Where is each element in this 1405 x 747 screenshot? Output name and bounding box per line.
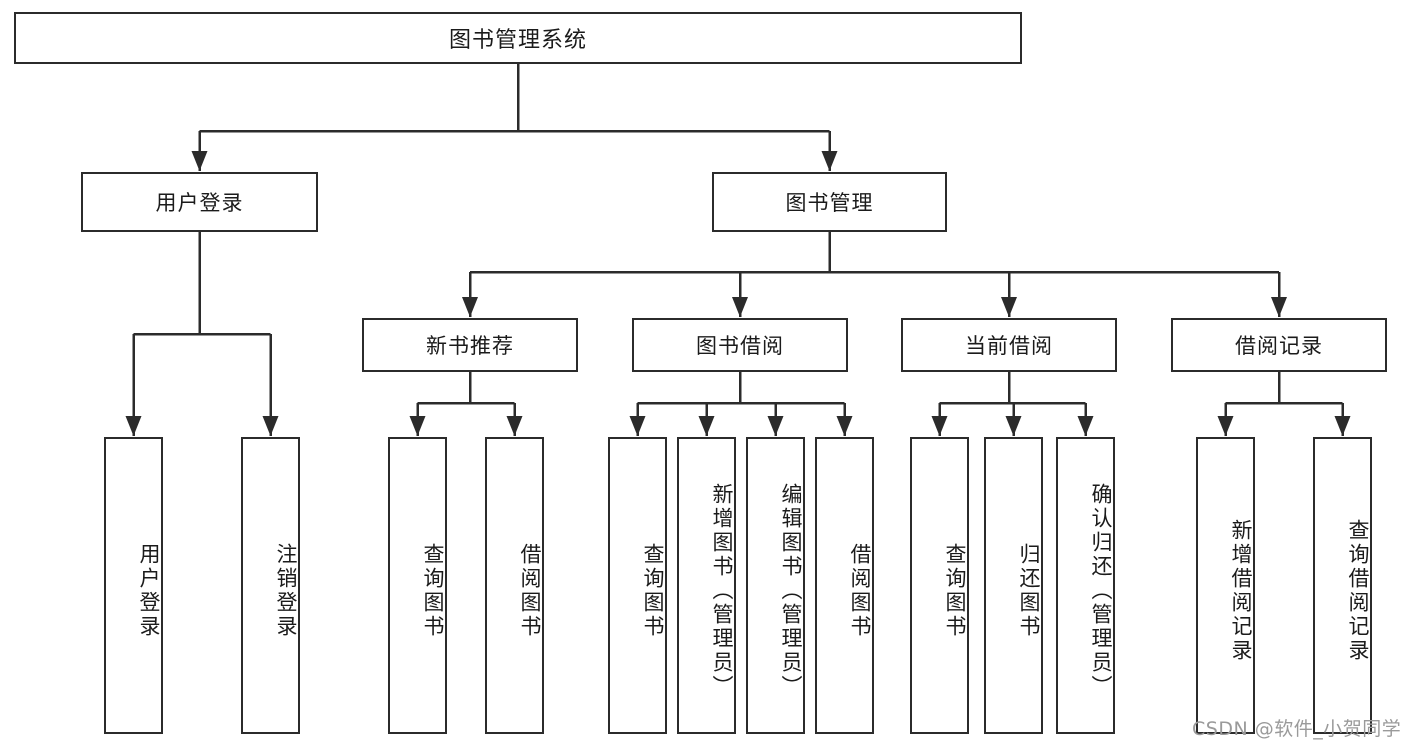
leaf-node[interactable]: 查询借阅记录 — [1313, 437, 1372, 734]
leaf-node[interactable]: 新增图书（管理员） — [677, 437, 736, 734]
leaf-node[interactable]: 借阅图书 — [815, 437, 874, 734]
leaf-node-label: 查询图书 — [943, 542, 967, 639]
leaf-node-label: 归还图书 — [1017, 542, 1041, 639]
node-new-book-rec-label: 新书推荐 — [426, 334, 514, 358]
node-book-manage[interactable]: 图书管理 — [712, 172, 947, 232]
node-book-borrow[interactable]: 图书借阅 — [632, 318, 848, 372]
leaf-node-label: 查询图书 — [421, 542, 445, 639]
node-user-login[interactable]: 用户登录 — [81, 172, 318, 232]
leaf-node[interactable]: 用户登录 — [104, 437, 163, 734]
leaf-node[interactable]: 查询图书 — [608, 437, 667, 734]
leaf-node[interactable]: 新增借阅记录 — [1196, 437, 1255, 734]
node-new-book-rec[interactable]: 新书推荐 — [362, 318, 578, 372]
leaf-node-label: 借阅图书 — [518, 542, 542, 639]
node-root-label: 图书管理系统 — [448, 28, 587, 53]
node-current-borrow-label: 当前借阅 — [965, 334, 1053, 358]
node-borrow-record[interactable]: 借阅记录 — [1171, 318, 1387, 372]
leaf-node[interactable]: 确认归还（管理员） — [1056, 437, 1115, 734]
watermark: CSDN @软件_小贺同学 — [1192, 718, 1402, 740]
leaf-node-label: 新增图书（管理员） — [710, 482, 734, 699]
leaf-node-label: 新增借阅记录 — [1229, 518, 1253, 663]
node-borrow-record-label: 借阅记录 — [1235, 334, 1323, 358]
leaf-node-label: 查询图书 — [641, 542, 665, 639]
leaf-node[interactable]: 注销登录 — [241, 437, 300, 734]
leaf-node[interactable]: 借阅图书 — [485, 437, 544, 734]
node-book-borrow-label: 图书借阅 — [696, 334, 784, 358]
node-root[interactable]: 图书管理系统 — [14, 12, 1022, 64]
leaf-node[interactable]: 归还图书 — [984, 437, 1043, 734]
leaf-node[interactable]: 编辑图书（管理员） — [746, 437, 805, 734]
leaf-node[interactable]: 查询图书 — [388, 437, 447, 734]
leaf-node-label: 用户登录 — [137, 542, 161, 639]
leaf-node-label: 借阅图书 — [848, 542, 872, 639]
leaf-node[interactable]: 查询图书 — [910, 437, 969, 734]
node-book-manage-label: 图书管理 — [785, 191, 874, 215]
leaf-node-label: 确认归还（管理员） — [1089, 482, 1113, 699]
leaf-node-label: 查询借阅记录 — [1346, 518, 1370, 663]
leaf-node-label: 注销登录 — [274, 542, 298, 639]
node-user-login-label: 用户登录 — [155, 191, 244, 215]
leaf-node-label: 编辑图书（管理员） — [779, 482, 803, 699]
node-current-borrow[interactable]: 当前借阅 — [901, 318, 1117, 372]
